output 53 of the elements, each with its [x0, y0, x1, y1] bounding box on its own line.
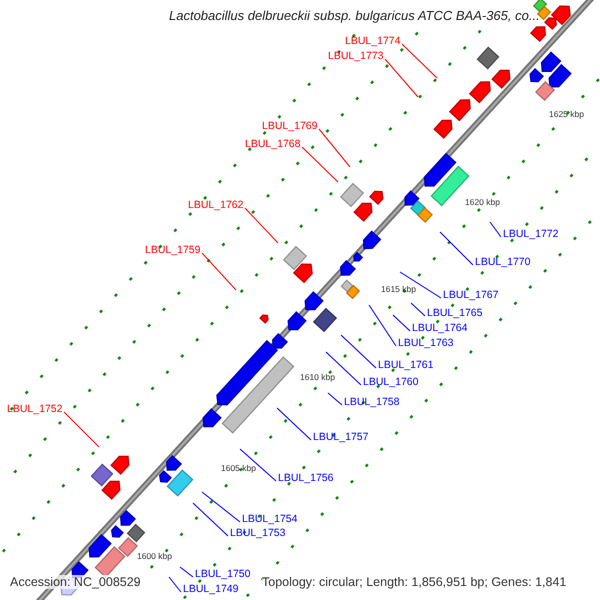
- gene-label: LBUL_1768: [245, 138, 300, 150]
- leader-line: [64, 412, 100, 448]
- gene-label: LBUL_1750: [195, 568, 250, 580]
- leader-line: [400, 272, 442, 298]
- scale-label: 1610 kbp: [300, 372, 335, 382]
- scale-label: 1605 kbp: [221, 463, 256, 473]
- leader-line: [180, 566, 194, 578]
- gene-label: LBUL_1769: [262, 120, 318, 132]
- leader-line: [318, 128, 350, 168]
- gene-label: LBUL_1765: [427, 307, 482, 319]
- leader-line: [168, 576, 182, 592]
- gene-label: LBUL_1757: [313, 431, 368, 443]
- leader-line: [368, 304, 396, 346]
- gene-label: LBUL_1752: [7, 403, 62, 415]
- leader-line: [302, 146, 338, 182]
- gene-label: LBUL_1753: [230, 527, 286, 539]
- gene-label: LBUL_1767: [443, 289, 498, 301]
- leader-line: [202, 252, 236, 290]
- map-title: Lactobacillus delbrueckii subsp. bulgaricus ATCC BAA-365, co...: [169, 8, 540, 23]
- gene-label: LBUL_1756: [278, 472, 334, 484]
- leader-line: [440, 232, 474, 266]
- leader-line: [410, 302, 426, 316]
- gene-label: LBUL_1761: [378, 359, 434, 371]
- gene-label: LBUL_1760: [363, 376, 418, 388]
- leader-line: [192, 502, 228, 536]
- leader-line: [240, 448, 276, 482]
- scale-label: 1600 kbp: [137, 551, 172, 561]
- leader-line: [402, 44, 438, 78]
- leader-line: [384, 58, 418, 98]
- scale-label: 1615 kbp: [381, 284, 416, 294]
- leader-line: [326, 352, 362, 386]
- gene-label: LBUL_1774: [345, 35, 400, 47]
- leader-line: [244, 208, 278, 244]
- gene-label: LBUL_1759: [145, 244, 200, 256]
- scale-label: 1620 kbp: [465, 197, 500, 207]
- gene-label: LBUL_1770: [475, 256, 530, 268]
- gene-label: LBUL_1749: [183, 583, 238, 595]
- gene-label: LBUL_1754: [242, 513, 298, 525]
- gene-label: LBUL_1764: [412, 322, 468, 334]
- leader-line: [490, 222, 502, 238]
- info-text: Accession: NC_008529: [10, 575, 141, 589]
- gene-label: LBUL_1763: [398, 337, 454, 349]
- gene-label: LBUL_1758: [344, 396, 400, 408]
- leader-line: [328, 392, 342, 406]
- gene-label: LBUL_1773: [328, 50, 384, 62]
- leader-line: [392, 314, 410, 332]
- gene-label: LBUL_1762: [188, 199, 244, 211]
- info-text: Topology: circular; Length: 1,856,951 bp; Genes: 1,841: [262, 575, 566, 589]
- scale-label: 1625 kbp: [549, 109, 584, 119]
- leader-line: [340, 334, 376, 368]
- gene-label: LBUL_1772: [503, 228, 558, 240]
- leader-line: [276, 408, 312, 440]
- leader-line: [202, 492, 240, 522]
